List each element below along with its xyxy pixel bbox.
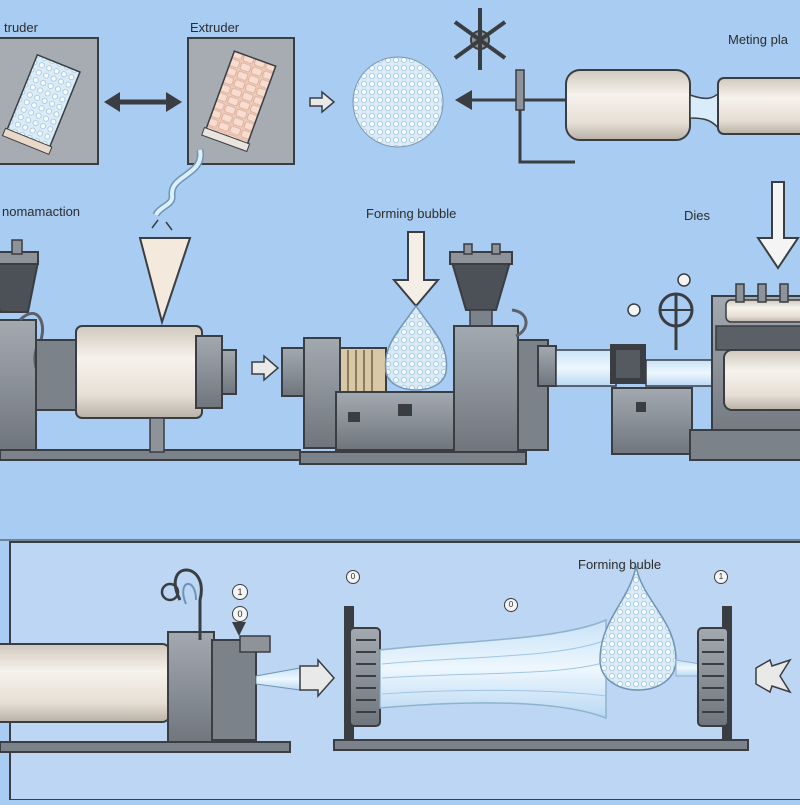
marker-4: 0 [504,598,518,612]
arrow-right-icon [309,90,336,114]
arrow-down-icon [391,231,441,308]
calender-machine [611,283,800,461]
hand-wheel-icon [453,8,507,70]
label-extruder: Extruder [190,20,240,35]
label-homogenization: nomamaction [2,204,81,219]
label-dies: Dies [684,208,711,223]
extruder-line-middle [281,243,557,465]
label-forming-bottom: Forming buble [578,557,662,572]
marker-3: 0 [346,570,360,584]
label-melting: Meting pla [728,32,788,47]
extrusion-tube [555,344,717,387]
sample-box-pellets [0,37,99,165]
marker-pin [627,273,691,317]
marker-2: 0 [232,606,248,622]
double-arrow-icon [104,92,182,112]
melting-cylinder [565,69,800,141]
hand-wheel-icon [658,292,694,350]
bottom-extruder [0,568,336,753]
pellet-cluster-icon [352,56,444,148]
marker-5: 1 [714,570,728,584]
marker-1: 1 [232,584,248,600]
arrow-down-icon [756,181,800,270]
label-extruder-left: truder [4,20,38,35]
funnel-icon [138,219,192,326]
bubble-film-stretch [333,565,792,751]
arrow-left-icon [455,90,570,110]
stand-valve [453,8,575,164]
label-forming-top: Forming bubble [366,206,457,221]
sample-box-extrudate [152,37,295,217]
arrow-right-icon [251,354,280,382]
extruder-line-left [0,239,301,461]
